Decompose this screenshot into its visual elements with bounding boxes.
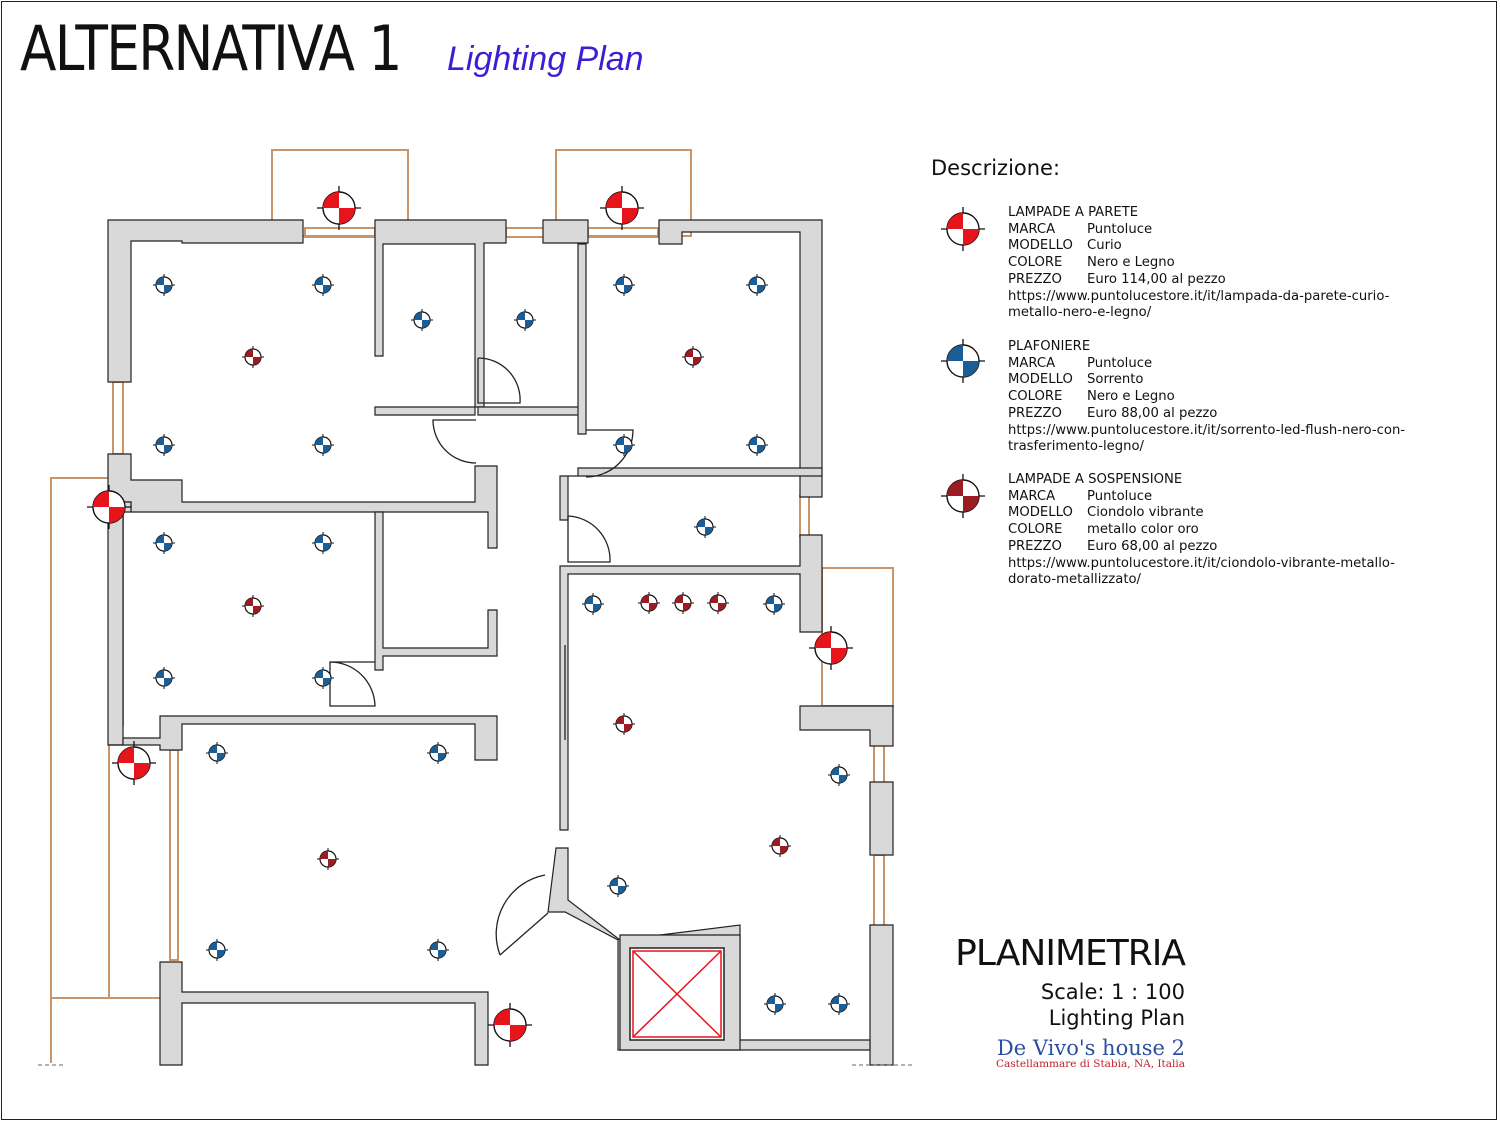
plan-title: PLANIMETRIA: [955, 933, 1186, 974]
product-link[interactable]: https://www.puntolucestore.it/it/lampada…: [1008, 288, 1390, 304]
ceiling-light-icon: [828, 764, 850, 786]
pendant-lamp-icon: [682, 346, 704, 368]
pendant-lamp-icon: [941, 474, 985, 518]
wall-lamp-icon: [809, 626, 853, 670]
pendant-lamp-icon: [672, 592, 694, 614]
ceiling-light-icon: [607, 875, 629, 897]
page-title: ALTERNATIVA 1: [20, 12, 402, 85]
color-value: Nero e Legno: [1087, 389, 1175, 405]
ceiling-light-icon: [206, 742, 228, 764]
ceiling-light-icon: [153, 274, 175, 296]
wall-lamp-icon: [112, 741, 156, 785]
plan-title-block: PLANIMETRIA Scale: 1 : 100 Lighting Plan…: [955, 933, 1186, 1070]
ceiling-light-icon: [582, 593, 604, 615]
ceiling-light-icon: [694, 516, 716, 538]
wall-lamp-icon: [600, 186, 644, 230]
product-link-cont[interactable]: trasferimento-legno/: [1008, 439, 1144, 455]
price-value: Euro 68,00 al pezzo: [1087, 538, 1218, 554]
pendant-lamp-icon: [613, 713, 635, 735]
product-link[interactable]: https://www.puntolucestore.it/it/sorrent…: [1008, 422, 1406, 438]
legend-item-ceiling-lights: PLAFONIERE MARCA Puntoluce MODELLO Sorrent…: [1008, 339, 1405, 456]
walls: [107, 219, 894, 1066]
wall-lamp-icon: [941, 207, 985, 251]
brand-key: MARCA: [1008, 355, 1056, 371]
color-value: metallo color oro: [1087, 522, 1199, 538]
legend-item-name: LAMPADE A SOSPENSIONE: [1008, 472, 1183, 487]
pendant-lamp-icon: [769, 835, 791, 857]
brand-value: Puntoluce: [1087, 221, 1153, 237]
legend-item-pendant-lamps: LAMPADE A SOSPENSIONE MARCA Puntoluce MOD…: [1008, 472, 1395, 589]
wall-lamps: [87, 186, 853, 1047]
ceiling-light-icon: [206, 939, 228, 961]
plan-subtitle: Lighting Plan: [1048, 1006, 1185, 1030]
brand-value: Puntoluce: [1087, 355, 1153, 371]
ceiling-light-icon: [312, 434, 334, 456]
model-key: MODELLO: [1008, 372, 1073, 388]
color-key: COLORE: [1008, 255, 1063, 271]
pendant-lamp-icon: [242, 595, 264, 617]
product-link-cont[interactable]: dorato-metallizzato/: [1008, 572, 1141, 588]
brand-value: Puntoluce: [1087, 488, 1153, 504]
pendant-lamp-icon: [707, 592, 729, 614]
pendant-lamp-icon: [317, 848, 339, 870]
doors: [329, 357, 634, 956]
ceiling-lights: [153, 274, 850, 1015]
model-key: MODELLO: [1008, 505, 1073, 521]
ceiling-light-icon: [764, 993, 786, 1015]
elevator-shaft: [629, 947, 725, 1041]
model-key: MODELLO: [1008, 238, 1073, 254]
brand-key: MARCA: [1008, 488, 1056, 504]
price-value: Euro 88,00 al pezzo: [1087, 405, 1218, 421]
price-key: PREZZO: [1008, 538, 1062, 554]
ceiling-light-icon: [746, 434, 768, 456]
model-value: Sorrento: [1087, 372, 1144, 388]
ceiling-light-icon: [153, 667, 175, 689]
ceiling-light-icon: [763, 593, 785, 615]
ceiling-light-icon: [941, 339, 985, 383]
ceiling-light-icon: [411, 309, 433, 331]
page-subtitle: Lighting Plan: [447, 40, 644, 78]
plan-scale: Scale: 1 : 100: [1040, 980, 1185, 1004]
legend-heading: Descrizione:: [931, 156, 1061, 180]
color-key: COLORE: [1008, 522, 1063, 538]
legend-item-name: LAMPADE A PARETE: [1008, 205, 1139, 220]
ceiling-light-icon: [312, 532, 334, 554]
pendant-lamps: [242, 346, 791, 870]
brand-key: MARCA: [1008, 221, 1056, 237]
ceiling-light-icon: [153, 434, 175, 456]
ceiling-light-icon: [427, 939, 449, 961]
ceiling-light-icon: [312, 274, 334, 296]
house-name: De Vivo's house 2: [996, 1036, 1185, 1060]
ceiling-light-icon: [427, 742, 449, 764]
ceiling-light-icon: [514, 309, 536, 331]
pendant-lamp-icon: [242, 346, 264, 368]
ceiling-light-icon: [746, 274, 768, 296]
pendant-lamp-icon: [638, 592, 660, 614]
model-value: Curio: [1087, 238, 1122, 254]
product-link[interactable]: https://www.puntolucestore.it/it/ciondol…: [1008, 555, 1395, 571]
legend-item-name: PLAFONIERE: [1008, 339, 1091, 354]
product-link-cont[interactable]: metallo-nero-e-legno/: [1008, 305, 1152, 321]
house-location: Castellammare di Stabia, NA, Italia: [996, 1058, 1185, 1070]
price-value: Euro 114,00 al pezzo: [1087, 271, 1226, 287]
ceiling-light-icon: [312, 667, 334, 689]
ceiling-light-icon: [613, 434, 635, 456]
price-key: PREZZO: [1008, 405, 1062, 421]
ceiling-light-icon: [613, 274, 635, 296]
wall-lamp-icon: [87, 485, 131, 529]
ceiling-light-icon: [153, 532, 175, 554]
color-key: COLORE: [1008, 389, 1063, 405]
balcony-west: [50, 477, 110, 999]
wall-lamp-icon: [317, 186, 361, 230]
ceiling-light-icon: [828, 993, 850, 1015]
price-key: PREZZO: [1008, 271, 1062, 287]
color-value: Nero e Legno: [1087, 255, 1175, 271]
model-value: Ciondolo vibrante: [1087, 505, 1204, 521]
wall-lamp-icon: [488, 1003, 532, 1047]
